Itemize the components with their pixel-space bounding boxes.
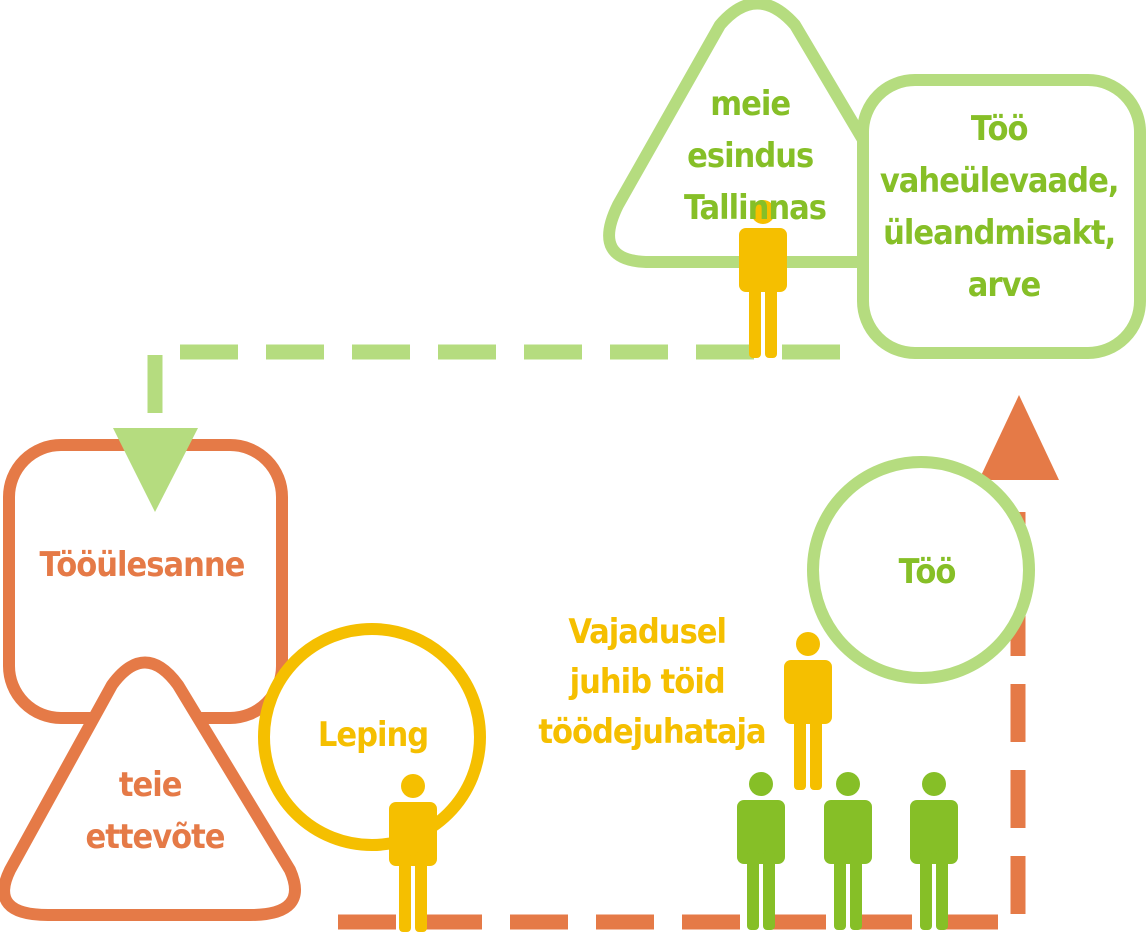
arrow-head-icon (979, 395, 1059, 480)
person-icon (739, 200, 787, 358)
company-triangle (0, 656, 301, 921)
supervisor-label: Vajadusel juhib töid töödejuhataja (538, 612, 765, 752)
contract-circle (258, 623, 486, 851)
person-icon (389, 774, 437, 932)
work-circle (807, 456, 1035, 684)
company-label: teie ettevõte (85, 765, 224, 857)
task-label: Tööülesanne (40, 545, 245, 585)
person-icon (910, 772, 958, 930)
work-label: Töö (899, 552, 956, 592)
green-dashed-connector (147, 344, 840, 425)
contract-label: Leping (318, 715, 428, 755)
arrow-head-icon (113, 428, 198, 512)
person-icon (737, 772, 785, 930)
person-icon (784, 632, 832, 790)
summary-label: Töö vaheülevaade, üleandmisakt, arve (880, 109, 1128, 305)
person-icon (824, 772, 872, 930)
orange-dashed-connector (338, 490, 1026, 930)
summary-box (857, 74, 1146, 359)
office-label: meie esindus Tallinnas (684, 84, 826, 228)
